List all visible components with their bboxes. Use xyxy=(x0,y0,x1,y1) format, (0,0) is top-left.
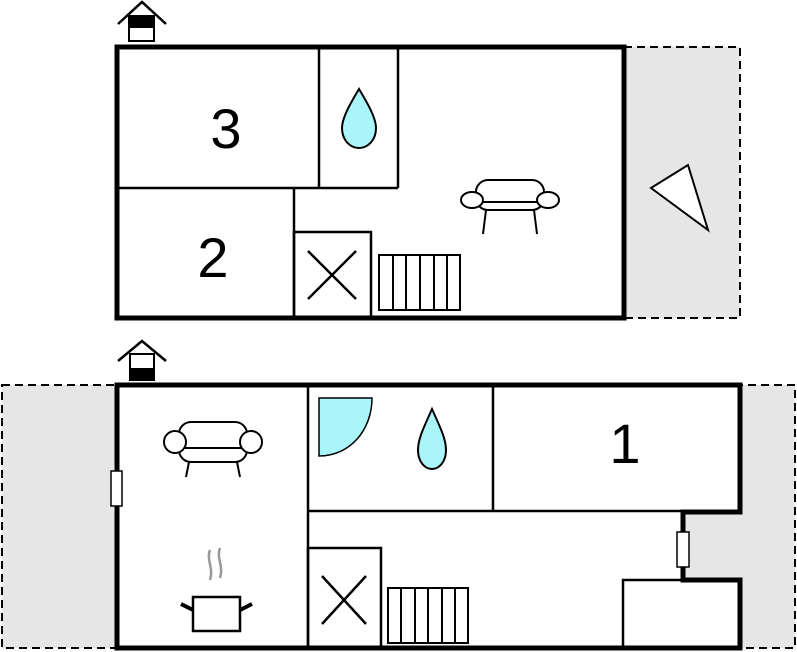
closet-icon xyxy=(292,230,373,320)
closet-icon xyxy=(306,546,383,650)
terrace-lower-left xyxy=(1,384,118,649)
stairs-icon xyxy=(387,587,469,644)
water-drop-icon xyxy=(340,87,378,150)
terrace-direction-icon xyxy=(649,163,710,233)
room-label-1: 1 xyxy=(609,412,640,475)
window-icon xyxy=(676,531,690,568)
room-label-3: 3 xyxy=(210,97,241,160)
entrance-icon xyxy=(117,339,167,381)
shower-icon xyxy=(318,397,373,457)
upper-floor: 3 2 xyxy=(114,0,741,321)
cooking-pot-icon xyxy=(180,547,253,633)
lower-floor: 1 xyxy=(1,339,796,651)
stairs-icon xyxy=(378,254,461,311)
sofa-icon xyxy=(163,421,263,478)
entrance-icon xyxy=(117,0,167,42)
window-icon xyxy=(110,470,123,507)
room-label-2: 2 xyxy=(197,226,228,289)
water-drop-icon xyxy=(416,406,448,471)
storage-box xyxy=(621,578,742,650)
sofa-icon xyxy=(460,179,560,235)
